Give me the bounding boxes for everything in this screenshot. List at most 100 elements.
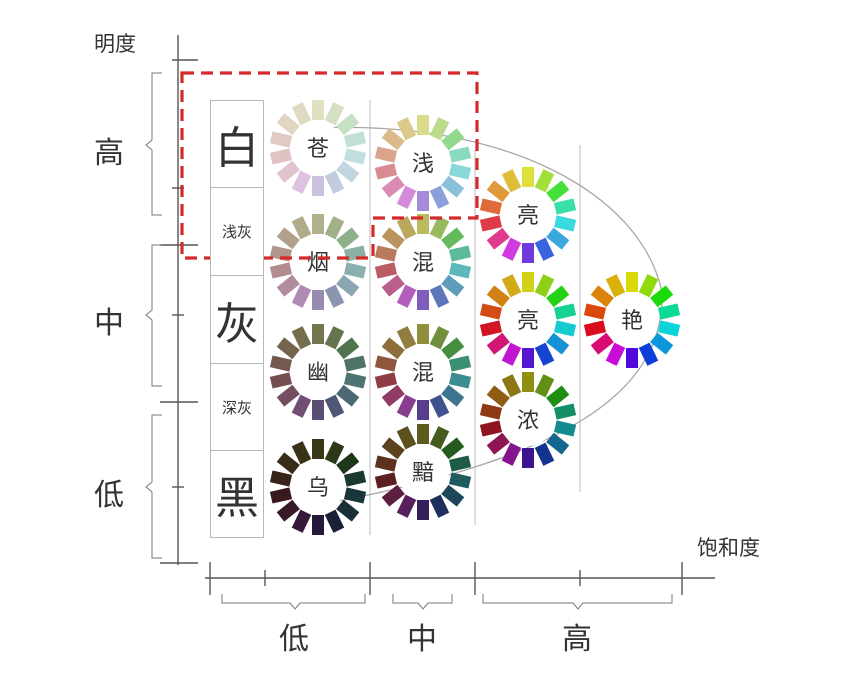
wheel-ray xyxy=(324,326,345,350)
wheel-ray xyxy=(336,113,360,136)
gray-cell-dark-gray: 深灰 xyxy=(210,363,264,451)
wheel-ray xyxy=(381,337,405,360)
wheel-ray xyxy=(291,170,312,194)
wheel-center xyxy=(397,346,449,398)
wheel-center xyxy=(397,446,449,498)
wheel-ray xyxy=(534,342,555,366)
wheel-ray xyxy=(501,374,522,398)
wheel-ray xyxy=(312,214,324,234)
wheel-ray xyxy=(381,128,405,151)
wheel-ray xyxy=(417,500,429,520)
wheel-ray xyxy=(291,441,312,465)
wheel-ray xyxy=(343,372,367,389)
wheel-ray xyxy=(479,215,503,232)
wheel-ray xyxy=(441,437,465,460)
wheel-ray xyxy=(396,117,417,141)
wheel-ray xyxy=(269,487,293,504)
tone-wheel: 艳 xyxy=(583,272,681,368)
wheel-ray xyxy=(448,372,472,389)
wheel-center xyxy=(397,137,449,189)
wheel-ray xyxy=(276,274,300,297)
wheel-ray xyxy=(605,274,626,298)
wheel-ray xyxy=(448,472,472,489)
tone-label: 烟 xyxy=(307,251,329,276)
lightness-level-mid: 中 xyxy=(94,306,124,341)
wheel-ray xyxy=(546,180,570,203)
wheel-ray xyxy=(276,337,300,360)
wheel-ray xyxy=(396,426,417,450)
gray-cell-white: 白 xyxy=(210,100,264,188)
wheel-ray xyxy=(336,452,360,475)
wheel-ray xyxy=(486,432,510,455)
tone-label: 混 xyxy=(412,361,434,386)
wheel-ray xyxy=(312,176,324,196)
wheel-ray xyxy=(381,484,405,507)
wheel-ray xyxy=(291,509,312,533)
wheel-ray xyxy=(324,284,345,308)
wheel-ray xyxy=(546,385,570,408)
wheel-ray xyxy=(381,227,405,250)
wheel-center xyxy=(502,294,554,346)
wheel-ray xyxy=(374,146,398,163)
tone-label: 混 xyxy=(412,251,434,276)
wheel-ray xyxy=(324,394,345,418)
wheel-ray xyxy=(441,227,465,250)
wheel-ray xyxy=(417,400,429,420)
wheel-ray xyxy=(448,146,472,163)
gray-cell-light-gray: 浅灰 xyxy=(210,187,264,276)
wheel-ray xyxy=(534,237,555,261)
wheel-ray xyxy=(479,320,503,337)
wheel-ray xyxy=(486,385,510,408)
wheel-ray xyxy=(448,262,472,279)
tone-wheel: 浓 xyxy=(479,372,577,468)
wheel-ray xyxy=(479,403,503,420)
wheel-ray xyxy=(546,285,570,308)
wheel-ray xyxy=(657,303,681,320)
lightness-level-low: 低 xyxy=(94,478,124,513)
wheel-ray xyxy=(312,290,324,310)
wheel-ray xyxy=(343,131,367,148)
wheel-ray xyxy=(534,274,555,298)
tone-wheel: 苍 xyxy=(269,100,367,196)
wheel-ray xyxy=(343,470,367,487)
wheel-ray xyxy=(291,102,312,126)
lightness-level-high: 高 xyxy=(94,136,124,171)
wheel-ray xyxy=(501,237,522,261)
wheel-ray xyxy=(324,102,345,126)
wheel-ray xyxy=(324,441,345,465)
wheel-ray xyxy=(343,355,367,372)
wheel-ray xyxy=(381,175,405,198)
wheel-ray xyxy=(336,227,360,250)
wheel-ray xyxy=(522,448,534,468)
wheel-center xyxy=(292,236,344,288)
tone-wheel: 浅 xyxy=(374,115,472,211)
wheel-ray xyxy=(650,332,674,355)
tone-wheel: 亮 xyxy=(479,272,577,368)
wheel-ray xyxy=(291,326,312,350)
wheel-ray xyxy=(553,198,577,215)
wheel-ray xyxy=(448,355,472,372)
wheel-ray xyxy=(269,262,293,279)
wheel-ray xyxy=(374,455,398,472)
wheel-ray xyxy=(381,384,405,407)
wheel-ray xyxy=(336,274,360,297)
wheel-ray xyxy=(343,148,367,165)
wheel-center xyxy=(502,189,554,241)
wheel-ray xyxy=(396,185,417,209)
tone-wheel: 幽 xyxy=(269,324,367,420)
wheel-ray xyxy=(534,169,555,193)
wheel-ray xyxy=(501,274,522,298)
gray-cell-gray: 灰 xyxy=(210,275,264,364)
column-dividers xyxy=(369,100,581,535)
tone-label: 苍 xyxy=(307,137,329,162)
wheel-ray xyxy=(546,432,570,455)
wheel-ray xyxy=(441,128,465,151)
wheel-ray xyxy=(417,324,429,344)
wheel-ray xyxy=(429,426,450,450)
wheel-ray xyxy=(336,499,360,522)
wheel-ray xyxy=(417,290,429,310)
wheel-ray xyxy=(522,348,534,368)
wheel-ray xyxy=(417,115,429,135)
